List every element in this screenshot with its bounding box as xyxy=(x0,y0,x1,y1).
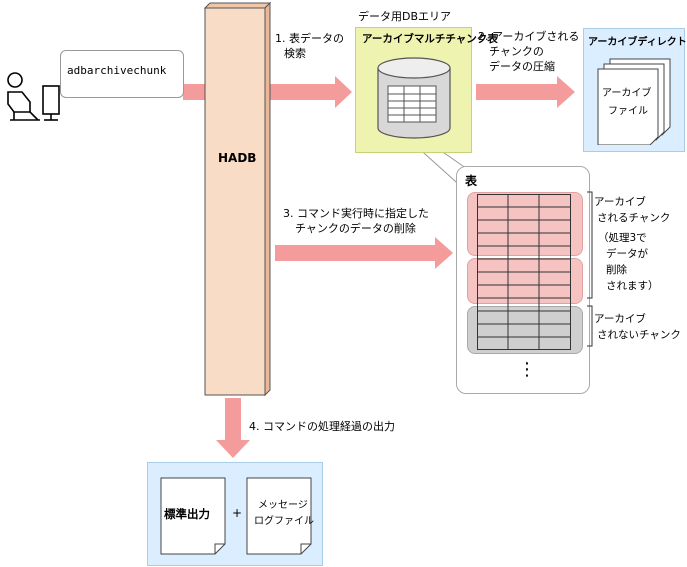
db-area-caption: データ用DBエリア xyxy=(358,10,452,23)
step3-label-line2: チャンクのデータの削除 xyxy=(295,222,416,235)
step4-label: 4. コマンドの処理経過の出力 xyxy=(249,420,395,433)
archived-note-line1: （処理3で xyxy=(598,232,647,244)
step1-label-line1: 1. 表データの xyxy=(275,32,344,45)
table-ellipsis: ⋮ xyxy=(518,359,536,380)
std-output-document-icon xyxy=(160,477,226,555)
db-table-title: アーカイブマルチチャンク表 xyxy=(362,33,498,45)
plus-sign: + xyxy=(232,506,243,520)
chunk-brackets xyxy=(587,191,593,347)
hadb-bar-top xyxy=(203,2,272,9)
archived-bracket xyxy=(587,191,593,299)
message-log-label-line1: メッセージ xyxy=(258,500,308,511)
step1-label-line2: 検索 xyxy=(284,47,306,60)
output-box: 標準出力 + メッセージ ログファイル xyxy=(147,462,323,566)
monitor-icon xyxy=(42,85,60,121)
step2-label-line1: 2. アーカイブされる xyxy=(478,30,580,43)
non-archived-chunk xyxy=(467,306,583,354)
archive-directory-title: アーカイブディレクトリ xyxy=(588,37,687,48)
step2-label-line2: チャンクの xyxy=(489,45,544,58)
archived-note-line3: 削除 xyxy=(606,264,627,276)
archive-file-stack-icon xyxy=(597,58,671,145)
archive-directory-box: アーカイブディレクトリ アーカイブ ファイル xyxy=(583,28,687,152)
arrow-delete xyxy=(275,237,453,269)
step3-label-line1: 3. コマンド実行時に指定した xyxy=(283,207,429,220)
arrow-compress xyxy=(476,76,575,108)
command-label: adbarchivechunk xyxy=(67,64,167,77)
hadb-bar-side xyxy=(264,1,271,397)
archived-note-line4: されます） xyxy=(606,280,659,292)
not-archived-label-line1: アーカイブ xyxy=(594,313,646,325)
archived-label-line2: されるチャンク xyxy=(597,212,671,224)
db-area-box: アーカイブマルチチャンク表 xyxy=(355,27,498,153)
command-callout: adbarchivechunk xyxy=(60,50,184,98)
step2-label-line3: データの圧縮 xyxy=(489,60,555,73)
hadb-label: HADB xyxy=(218,151,257,165)
archived-chunk-1 xyxy=(467,192,583,256)
user-icon xyxy=(7,72,40,121)
message-log-document-icon xyxy=(246,477,312,555)
message-log-label-line2: ログファイル xyxy=(254,516,314,527)
arrow-output xyxy=(216,398,250,458)
non-archived-bracket xyxy=(587,305,593,347)
archive-file-label-line2: ファイル xyxy=(608,106,648,117)
hadb-bar xyxy=(204,7,266,396)
table-grid xyxy=(477,194,571,350)
archived-label-line1: アーカイブ xyxy=(594,196,646,208)
std-output-label: 標準出力 xyxy=(164,507,210,521)
archived-note-line2: データが xyxy=(606,248,648,260)
archived-chunk-2 xyxy=(467,258,583,304)
not-archived-label-line2: されないチャンク xyxy=(597,329,681,341)
archive-file-label-line1: アーカイブ xyxy=(602,88,652,99)
table-panel-title: 表 xyxy=(465,174,478,188)
database-cylinder-icon xyxy=(377,57,451,139)
table-panel: 表 ⋮ xyxy=(456,166,590,394)
